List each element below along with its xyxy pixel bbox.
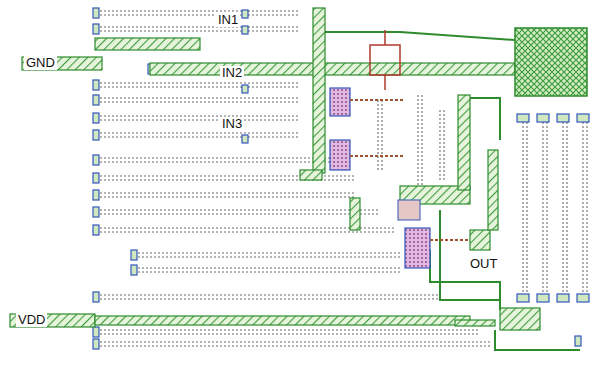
signal-label: GND [24,56,57,70]
metal-wires [10,8,540,330]
contacts [93,8,589,349]
signal-label: IN3 [220,117,244,131]
signal-label: IN2 [220,66,244,80]
signal-label: OUT [468,257,499,271]
pad [515,28,587,96]
dotted-rows [100,11,587,346]
transistors [330,30,470,268]
signal-label: IN1 [216,13,240,27]
signal-label: VDD [16,313,47,327]
